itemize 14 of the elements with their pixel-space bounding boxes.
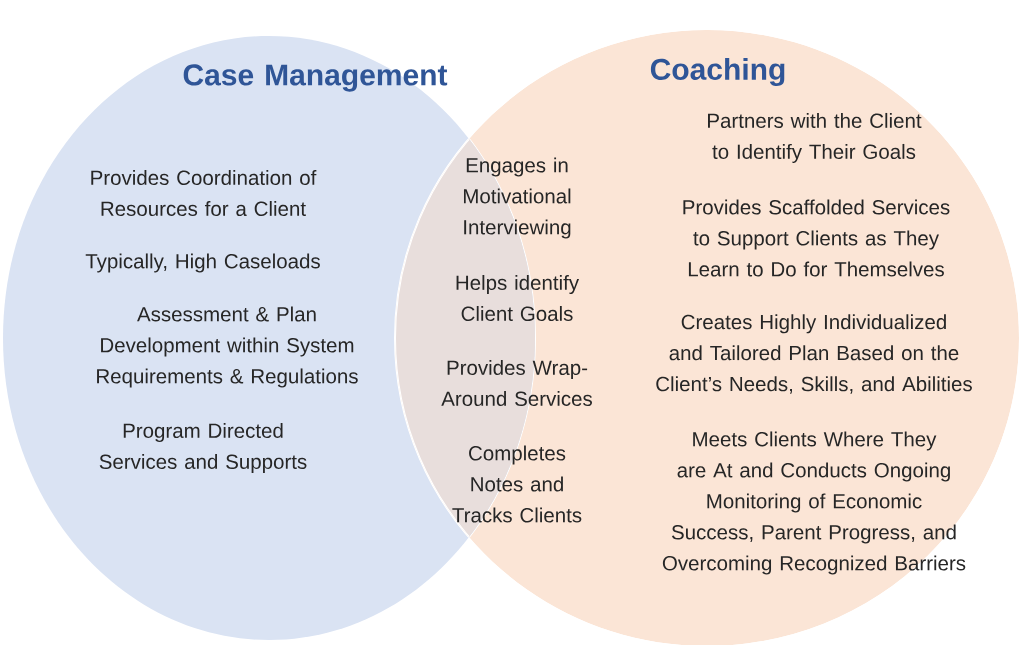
- item-text: Engages in Motivational Interviewing: [464, 157, 571, 239]
- item-text: Meets Clients Where They are At and Conducts Ongoing Monitoring of Economic Success, Parent Progress, and Overcoming Recognized Barriers: [662, 431, 966, 575]
- item-text: Creates Highly Individualized and Tailored Plan Based on the Client’s Needs, Skills, and Abilities: [656, 314, 972, 394]
- item-text: Helps identify Client Goals: [456, 274, 580, 322]
- item-text: Provides Wrap-Around Services: [441, 359, 592, 407]
- heading: Coaching: [650, 57, 785, 87]
- item-text: Partners with the Client to Identify Their Goals: [708, 112, 922, 164]
- item-text: Provides Coordination of Resources for a Client: [91, 169, 317, 217]
- item-text: Typically, High Caseloads: [85, 253, 320, 273]
- item-text: Completes Notes and Tracks Clients: [452, 445, 582, 523]
- item-text: Assessment & Plan Development within System Requirements & Regulations: [97, 306, 358, 388]
- heading: Case Management: [183, 64, 448, 92]
- item-text: Provides Scaffolded Services to Support Clients as They Learn to Do for Themselves: [683, 199, 950, 277]
- item-text: Program Directed Services and Supports: [99, 422, 307, 474]
